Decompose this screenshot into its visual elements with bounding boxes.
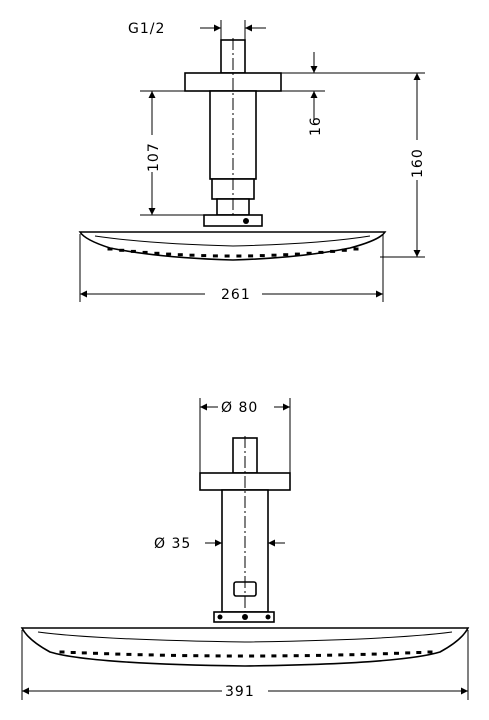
flange-diameter-label: Ø 80	[221, 400, 258, 416]
nozzle-icon	[338, 653, 344, 657]
nozzle-icon	[327, 653, 333, 657]
nozzle-icon	[304, 654, 310, 658]
nozzle-icon	[282, 654, 288, 658]
nozzle-icon	[137, 653, 143, 657]
nozzle-icon	[394, 651, 399, 655]
connector-block	[203, 214, 263, 227]
nozzle-icon	[360, 652, 366, 656]
nozzle-icon	[59, 650, 65, 654]
nozzle-icon	[236, 254, 242, 258]
nozzle-icon	[193, 654, 199, 658]
nozzle-icon	[104, 652, 110, 656]
front-screw-3	[265, 614, 271, 620]
nozzle-icon	[154, 251, 160, 255]
nozzle-icon	[107, 247, 113, 251]
side-view: G1/2 16 107 160 261	[78, 20, 426, 303]
nozzle-icon	[142, 250, 148, 254]
front-nozzle-row	[59, 650, 433, 658]
front-screw-2	[242, 614, 248, 620]
nozzle-icon	[119, 248, 125, 252]
nozzle-icon	[81, 651, 87, 655]
nozzle-icon	[171, 653, 176, 657]
head-diameter-label: 261	[221, 287, 251, 303]
nozzle-icon	[259, 254, 265, 258]
nozzle-icon	[212, 254, 218, 258]
side-nozzle-row	[107, 247, 359, 258]
total-height-label: 160	[410, 148, 426, 178]
nozzle-icon	[260, 654, 266, 658]
nozzle-icon	[283, 253, 289, 257]
nozzle-icon	[318, 250, 324, 254]
arm-length-label: 107	[146, 142, 162, 172]
nozzle-icon	[293, 654, 299, 658]
front-shower-head	[20, 627, 470, 667]
nozzle-icon	[371, 652, 377, 656]
nozzle-icon	[148, 653, 154, 657]
nozzle-icon	[224, 254, 230, 258]
flange-height-label: 16	[308, 116, 324, 136]
nozzle-icon	[201, 254, 207, 258]
thread-label: G1/2	[128, 21, 165, 37]
connector-screw	[243, 218, 249, 224]
nozzle-icon	[405, 651, 411, 655]
arm-diameter-label: Ø 35	[154, 536, 191, 552]
nozzle-icon	[382, 652, 388, 656]
nozzle-icon	[306, 251, 312, 255]
nozzle-icon	[249, 654, 255, 658]
nozzle-icon	[271, 253, 277, 257]
nozzle-icon	[341, 248, 347, 252]
nozzle-icon	[427, 650, 433, 654]
nozzle-icon	[115, 652, 121, 656]
nozzle-icon	[93, 651, 98, 655]
nozzle-icon	[226, 654, 232, 658]
nozzle-icon	[416, 651, 422, 654]
nozzle-icon	[271, 654, 277, 658]
front-screw-1	[217, 614, 223, 620]
nozzle-icon	[166, 252, 172, 256]
nozzle-icon	[294, 252, 300, 256]
nozzle-icon	[215, 654, 221, 658]
head-width-label: 391	[225, 684, 255, 700]
nozzle-icon	[130, 249, 136, 253]
nozzle-icon	[330, 249, 336, 253]
nozzle-icon	[177, 253, 183, 257]
nozzle-icon	[248, 254, 254, 258]
nozzle-icon	[349, 653, 355, 657]
nozzle-icon	[159, 653, 165, 657]
nozzle-icon	[70, 651, 76, 654]
nozzle-icon	[353, 247, 359, 251]
front-head-inner-line	[37, 631, 453, 643]
nozzle-icon	[204, 654, 210, 658]
nozzle-icon	[182, 654, 188, 658]
nozzle-icon	[237, 654, 243, 658]
side-head-inner-line	[94, 235, 371, 247]
nozzle-icon	[126, 652, 132, 656]
front-view: Ø 80 Ø 35 391	[20, 398, 470, 700]
nozzle-icon	[189, 253, 195, 257]
nozzle-icon	[316, 653, 321, 657]
